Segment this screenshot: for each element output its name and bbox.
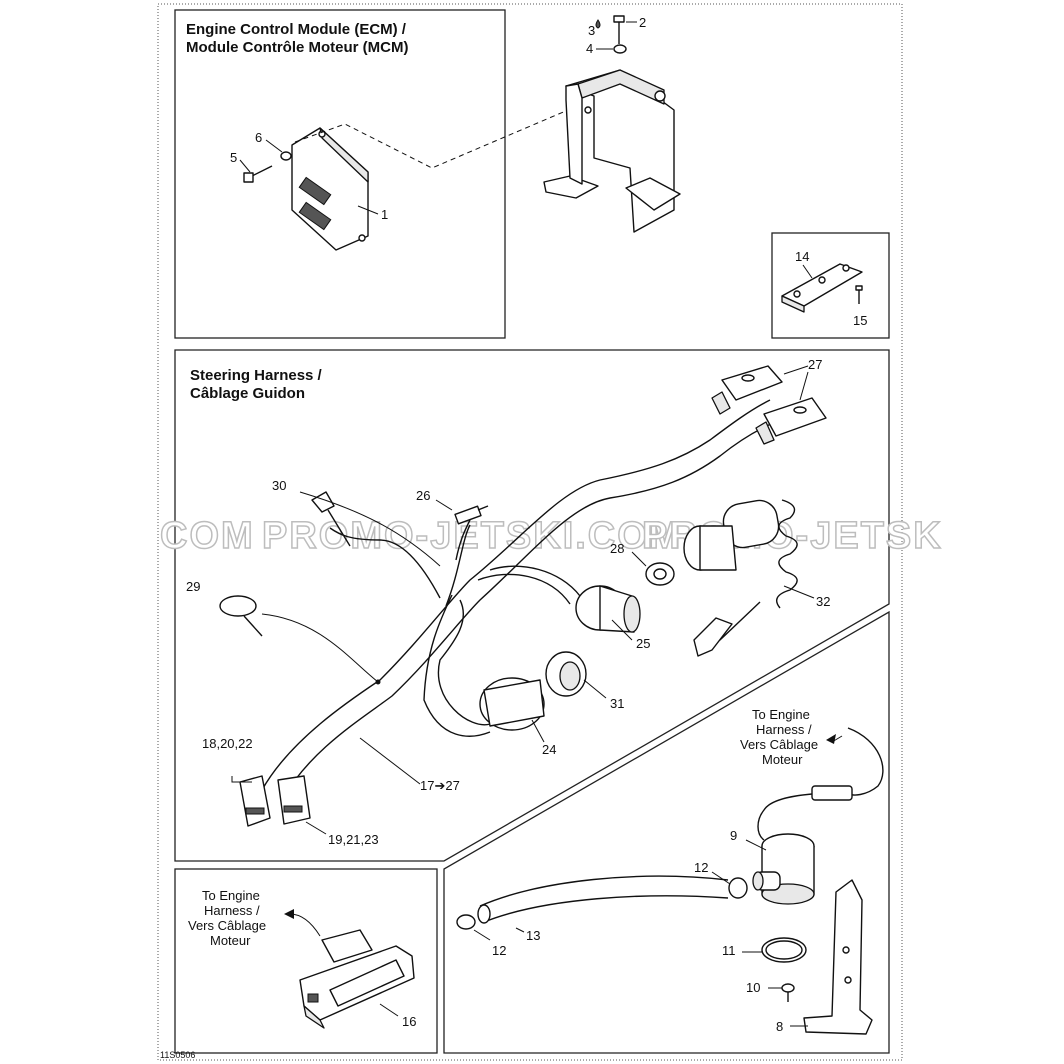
callout-8: 8 xyxy=(776,1019,783,1034)
callout-14: 14 xyxy=(795,249,809,264)
callout-18-20-22: 18,20,22 xyxy=(202,736,253,751)
steering-title-line2: Câblage Guidon xyxy=(190,385,305,402)
engine-harness-note-1-line1: To Engine xyxy=(752,707,810,722)
callout-19-21-23: 19,21,23 xyxy=(328,832,379,847)
hose-13 xyxy=(477,875,729,924)
callout-30: 30 xyxy=(272,478,286,493)
engine-harness-note-1-line2: Harness / xyxy=(756,722,812,737)
bilge-pump-9 xyxy=(752,833,815,905)
screw-15 xyxy=(855,285,863,304)
engine-harness-note-2-line1: To Engine xyxy=(202,888,260,903)
nut-28 xyxy=(645,562,675,586)
shim-plate xyxy=(781,263,863,313)
engine-harness-note-1-line4: Moteur xyxy=(762,752,803,767)
bilge-pump-frame xyxy=(443,610,890,1054)
bracket-8 xyxy=(803,879,873,1035)
inset-frame xyxy=(771,232,890,339)
callout-32: 32 xyxy=(816,594,830,609)
callout-28: 28 xyxy=(610,541,624,556)
callout-12-b: 12 xyxy=(492,943,506,958)
ecm-module xyxy=(291,127,369,251)
loctite-drop-icon xyxy=(595,19,601,29)
callout-26: 26 xyxy=(416,488,430,503)
washer-6 xyxy=(280,151,292,161)
arrow-to-harness-2 xyxy=(289,913,321,937)
callout-15: 15 xyxy=(853,313,867,328)
clamp-11 xyxy=(761,937,807,963)
sensor-26 xyxy=(454,505,489,525)
watermark-text-1: COM xyxy=(160,515,255,557)
callout-10: 10 xyxy=(746,980,760,995)
engine-harness-note-2-line4: Moteur xyxy=(210,933,251,948)
pump-wire xyxy=(757,727,884,841)
callout-4: 4 xyxy=(586,41,593,56)
connectors-18-19 xyxy=(239,775,311,827)
arrow-head-2 xyxy=(284,909,294,919)
steering-leaders xyxy=(231,365,815,835)
washer-4 xyxy=(613,44,627,54)
ecm-frame xyxy=(174,9,506,339)
connector-27b xyxy=(755,397,827,445)
reference-number: 11S0506 xyxy=(160,1050,195,1060)
engine-harness-note-1-line3: Vers Câblage xyxy=(740,737,818,752)
steering-frame xyxy=(174,349,890,862)
callout-12-a: 12 xyxy=(694,860,708,875)
ecm-callouts: 1 2 3 4 5 6 xyxy=(230,15,646,222)
arrow-head-1 xyxy=(826,734,836,744)
lanyard-coil-32 xyxy=(693,499,798,657)
main-harness xyxy=(261,399,781,801)
switch-body-25 xyxy=(575,525,737,633)
screw-10 xyxy=(781,983,795,1002)
engine-harness-note-2-line2: Harness / xyxy=(204,903,260,918)
ecm-title-line1: Engine Control Module (ECM) / xyxy=(186,21,407,38)
connector-16 xyxy=(299,929,415,1029)
watermark-text-2: PROMO-JETSKI.COM xyxy=(262,515,682,557)
callout-24: 24 xyxy=(542,742,556,757)
cap-24 xyxy=(479,677,545,731)
bilge-leaders xyxy=(473,839,808,1027)
callout-11: 11 xyxy=(722,943,736,958)
leader-16 xyxy=(379,1003,399,1017)
ecm-title-line2: Module Contrôle Moteur (MCM) xyxy=(186,39,408,56)
callout-17-27: 17➔27 xyxy=(420,778,460,793)
callout-25: 25 xyxy=(636,636,650,651)
callout-3: 3 xyxy=(588,23,595,38)
ring-nut-31 xyxy=(545,651,587,697)
clamp-29 xyxy=(219,595,263,637)
callout-29: 29 xyxy=(186,579,200,594)
callout-31: 31 xyxy=(610,696,624,711)
ecm-bracket xyxy=(543,69,681,233)
screw-5 xyxy=(243,165,273,183)
page-border xyxy=(157,3,903,1061)
watermark: COM PROMO-JETSKI.COM PROMO-JETSK xyxy=(159,514,941,558)
bolt-2 xyxy=(613,15,625,44)
connector-27a xyxy=(711,365,783,415)
callout-9: 9 xyxy=(730,828,737,843)
ecm-mount-line xyxy=(294,109,569,169)
callout-13: 13 xyxy=(526,928,540,943)
engine-harness-note-2-line3: Vers Câblage xyxy=(188,918,266,933)
callout-1: 1 xyxy=(381,207,388,222)
steering-title-line1: Steering Harness / xyxy=(190,367,323,384)
callout-16: 16 xyxy=(402,1014,416,1029)
callout-6: 6 xyxy=(255,130,262,145)
hose-clamps-12 xyxy=(456,877,748,930)
connector-frame xyxy=(174,868,438,1054)
callout-5: 5 xyxy=(230,150,237,165)
callout-2: 2 xyxy=(639,15,646,30)
callout-27: 27 xyxy=(808,357,822,372)
